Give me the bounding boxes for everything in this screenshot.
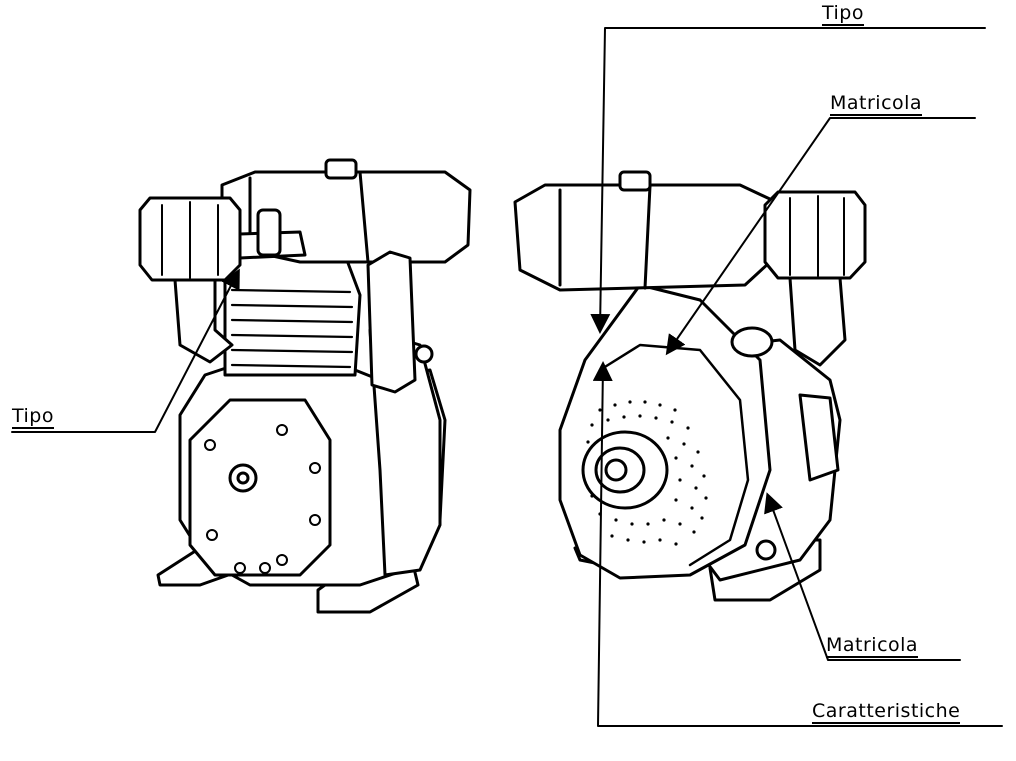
label-caratteristiche: Caratteristiche (812, 700, 961, 724)
label-matricola-top: Matricola (830, 92, 923, 116)
fan-shroud (558, 283, 772, 580)
caratteristiche-leader (592, 361, 1003, 727)
air-filter-ribs (789, 195, 845, 277)
tipo-top-leader (590, 27, 986, 334)
muffler-outlet (414, 344, 434, 364)
intake-elbow (173, 278, 234, 364)
matricola-bottom-leader (764, 492, 961, 661)
label-tipo-left: Tipo (12, 405, 54, 429)
label-tipo-top: Tipo (822, 2, 864, 26)
air-filter (763, 190, 867, 280)
filler-cap (618, 170, 652, 192)
label-matricola-bottom: Matricola (826, 634, 919, 658)
filler-cap (324, 158, 358, 180)
governor-housing (730, 326, 774, 358)
pto-shaft-inner (236, 471, 250, 485)
engine-right (513, 27, 1003, 727)
muffler (366, 250, 417, 394)
cooling-fins (230, 288, 354, 369)
side-cover (798, 393, 840, 482)
fuel-tank (513, 183, 774, 292)
injector-pipe (256, 208, 282, 257)
tipo-left-leader (11, 268, 240, 433)
air-filter-ribs (161, 201, 219, 279)
cover-bolts (204, 424, 321, 574)
drain-plug (755, 539, 777, 561)
intake-elbow (788, 276, 847, 367)
matricola-top-leader (665, 117, 976, 356)
shroud-inner (598, 343, 750, 567)
front-cover (188, 398, 332, 577)
crank-pulley-hub (604, 458, 628, 482)
engine-left (11, 158, 472, 614)
cylinder-block (223, 253, 362, 377)
tank-strap (558, 184, 652, 290)
